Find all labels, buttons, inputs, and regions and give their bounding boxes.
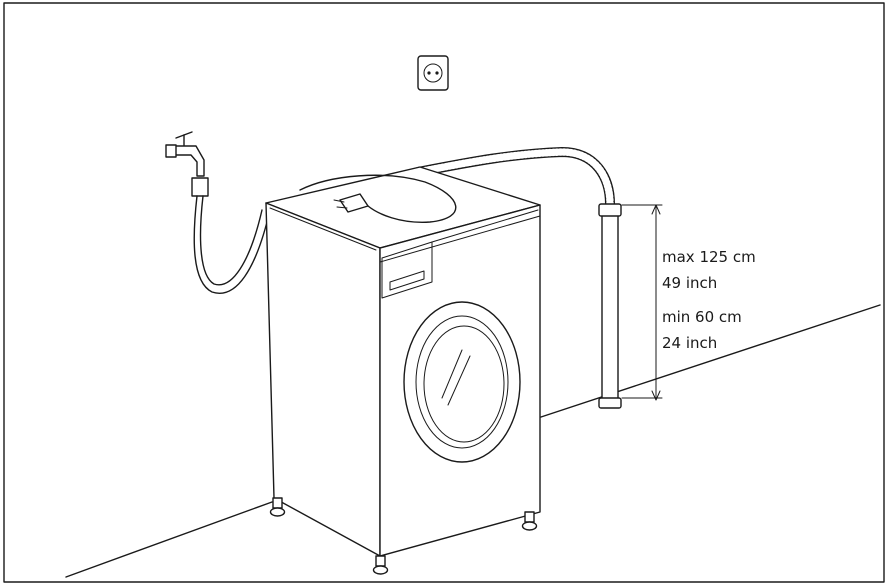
wall-socket-icon	[417, 55, 449, 91]
min-height-inch-label: 24 inch	[662, 334, 717, 352]
drain-hose-ribs	[414, 148, 614, 208]
floor-line-left	[65, 501, 273, 578]
foot-front-right	[524, 511, 535, 523]
inlet-hose-outer	[193, 195, 271, 294]
power-plug-icon	[333, 193, 369, 213]
washing-machine	[265, 166, 541, 575]
foot-front-left	[375, 555, 386, 567]
max-height-cm-label: max 125 cm	[662, 248, 756, 266]
height-dimension	[621, 204, 663, 401]
water-tap-icon	[165, 131, 209, 197]
door-glass	[423, 325, 505, 443]
inlet-hose-inner	[199, 195, 263, 286]
min-height-cm-label: min 60 cm	[662, 308, 742, 326]
detergent-drawer	[381, 241, 433, 299]
foot-back-left	[272, 497, 283, 509]
drain-standpipe	[598, 203, 622, 409]
diagram-frame	[3, 2, 885, 583]
max-height-inch-label: 49 inch	[662, 274, 717, 292]
drawer-handle	[389, 270, 425, 291]
floor-line-right	[540, 304, 881, 418]
power-cable	[299, 174, 457, 223]
door-inner-ring	[415, 315, 509, 449]
machine-front	[265, 202, 381, 557]
